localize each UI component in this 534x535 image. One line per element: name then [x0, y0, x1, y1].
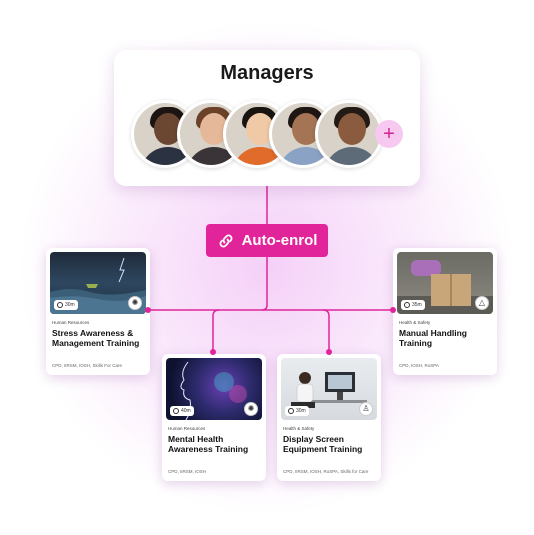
course-thumbnail-display-screen: 30m ♙	[281, 358, 377, 420]
course-category: Human Resources	[168, 426, 206, 431]
course-thumbnail-stress: 30m ✺	[50, 252, 146, 314]
connector-dot-mid-right	[326, 349, 332, 355]
duration-badge: 30m	[54, 300, 78, 310]
connector-dot-left	[145, 307, 151, 313]
course-card-mental-health[interactable]: 40m ✺ Human Resources Mental Health Awar…	[162, 354, 266, 481]
link-icon	[219, 234, 232, 247]
course-category: Human Resources	[52, 320, 90, 325]
course-accreditations: CPD, IIRSM, IOSH	[168, 469, 207, 474]
brain-icon: ✺	[244, 402, 258, 416]
managers-panel: Managers +	[114, 50, 420, 186]
brain-icon: ✺	[128, 296, 142, 310]
course-card-manual-handling[interactable]: 35m △ Health & Safety Manual Handling Tr…	[393, 248, 497, 375]
managers-title: Managers	[220, 62, 314, 84]
add-manager-button[interactable]: +	[375, 120, 403, 148]
clock-icon	[404, 302, 410, 308]
auto-enrol-button[interactable]: Auto-enrol	[206, 224, 328, 257]
avatar-face	[338, 113, 366, 145]
manager-avatar-5	[315, 100, 383, 168]
person-icon: ♙	[359, 402, 373, 416]
course-title: Manual Handling Training	[399, 328, 467, 348]
course-title: Mental Health Awareness Training	[168, 434, 249, 454]
connector-dot-right	[390, 307, 396, 313]
course-accreditations: CPD, IIRSM, IOSH, Skills For Care	[52, 363, 123, 368]
duration-badge: 40m	[170, 406, 194, 416]
course-title: Display Screen Equipment Training	[283, 434, 363, 454]
duration-label: 40m	[181, 408, 191, 414]
course-accreditations: CPD, IOSH, RoSPA	[399, 363, 439, 368]
connector-dot-mid-left	[210, 349, 216, 355]
clock-icon	[173, 408, 179, 414]
course-card-stress[interactable]: 30m ✺ Human Resources Stress Awareness &…	[46, 248, 150, 375]
course-category: Health & Safety	[399, 320, 431, 325]
clock-icon	[288, 408, 294, 414]
desk-worker-illustration	[291, 372, 367, 408]
duration-badge: 35m	[401, 300, 425, 310]
head-silhouette-illustration	[180, 361, 247, 420]
duration-label: 30m	[65, 302, 75, 308]
duration-label: 30m	[296, 408, 306, 414]
duration-label: 35m	[412, 302, 422, 308]
clock-icon	[57, 302, 63, 308]
course-title: Stress Awareness & Management Training	[52, 328, 140, 348]
course-thumbnail-manual-handling: 35m △	[397, 252, 493, 314]
warning-icon: △	[475, 296, 489, 310]
course-accreditations: CPD, IIRSM, IOSH, RoSPA, Skills for Care	[283, 469, 369, 474]
course-card-display-screen[interactable]: 30m ♙ Health & Safety Display Screen Equ…	[277, 354, 381, 481]
duration-badge: 30m	[285, 406, 309, 416]
auto-enrol-label: Auto-enrol	[241, 232, 318, 249]
avatar-body	[324, 147, 380, 165]
course-thumbnail-mental-health: 40m ✺	[166, 358, 262, 420]
course-category: Health & Safety	[283, 426, 315, 431]
